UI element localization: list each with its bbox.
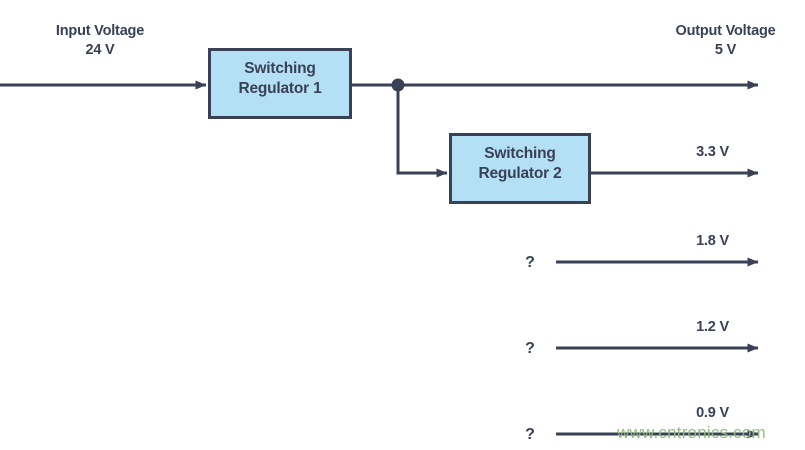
block-switching-regulator-2[interactable] [449,133,591,204]
junction-dot-icon [391,78,405,92]
branch-connector-line [396,85,448,178]
block-switching-regulator-1[interactable] [208,48,352,119]
site-watermark: www.cntronics.com [617,423,766,442]
